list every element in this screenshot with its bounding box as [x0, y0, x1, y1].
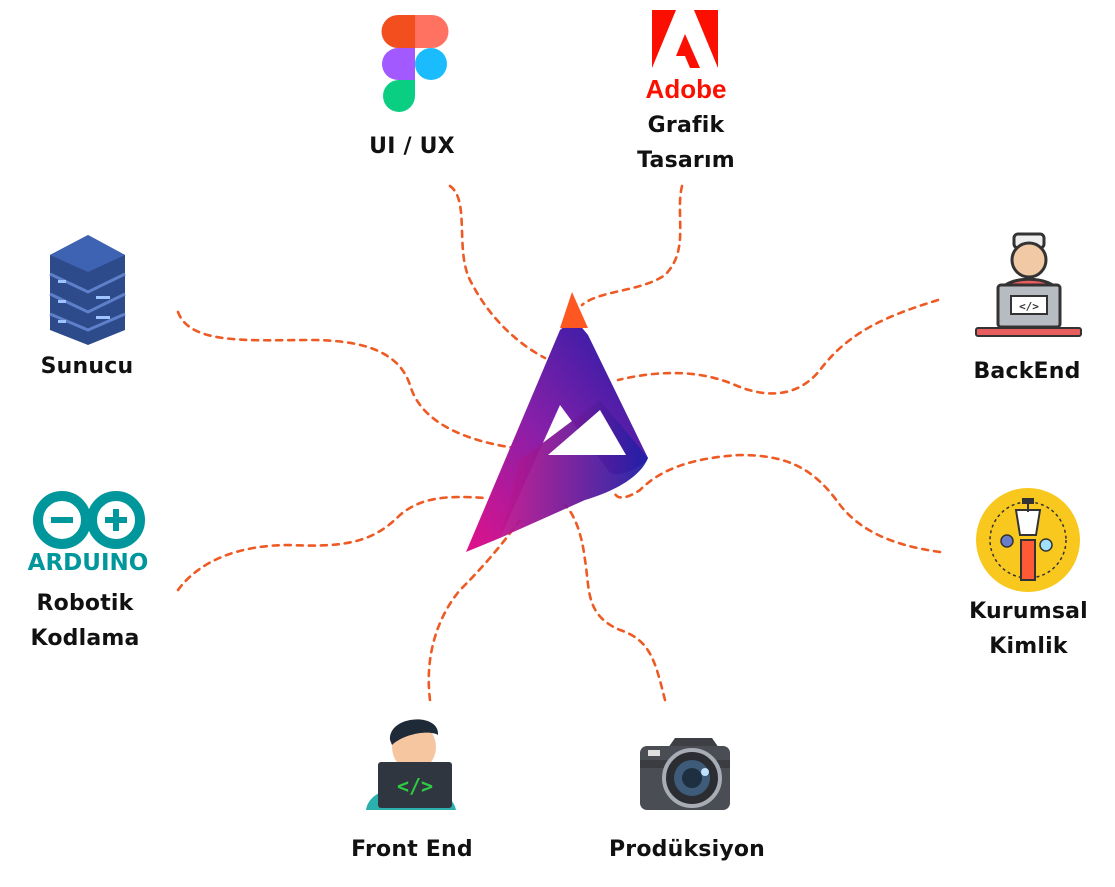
node-label-produksiyon: Prodüksiyon: [597, 832, 777, 867]
connector-robotik: [178, 497, 485, 590]
figma-icon: [382, 15, 449, 112]
connector-sunucu: [178, 312, 515, 448]
node-label-backend: BackEnd: [947, 354, 1107, 389]
pen-tool-icon: [976, 488, 1080, 592]
svg-text:</>: </>: [397, 774, 433, 798]
connector-kurumsal: [614, 455, 940, 552]
adobe-icon: Adobe: [646, 10, 727, 104]
server-stack-icon: [50, 235, 125, 345]
connector-backend: [618, 300, 938, 393]
node-label-uiux: UI / UX: [332, 129, 492, 164]
connector-produksiyon: [565, 505, 665, 700]
center-logo: [465, 292, 648, 552]
arduino-icon: ARDUINO: [28, 496, 149, 576]
connector-grafik: [582, 186, 682, 305]
backend-developer-icon: </>: [976, 234, 1081, 336]
arduino-wordmark: ARDUINO: [28, 550, 149, 576]
adobe-wordmark: Adobe: [646, 74, 727, 104]
svg-text:</>: </>: [1019, 300, 1039, 313]
node-label-frontend: Front End: [332, 832, 492, 867]
connector-uiux: [450, 186, 545, 358]
frontend-developer-icon: </>: [366, 719, 456, 810]
camera-icon: [640, 738, 730, 810]
node-label-sunucu: Sunucu: [7, 349, 167, 384]
